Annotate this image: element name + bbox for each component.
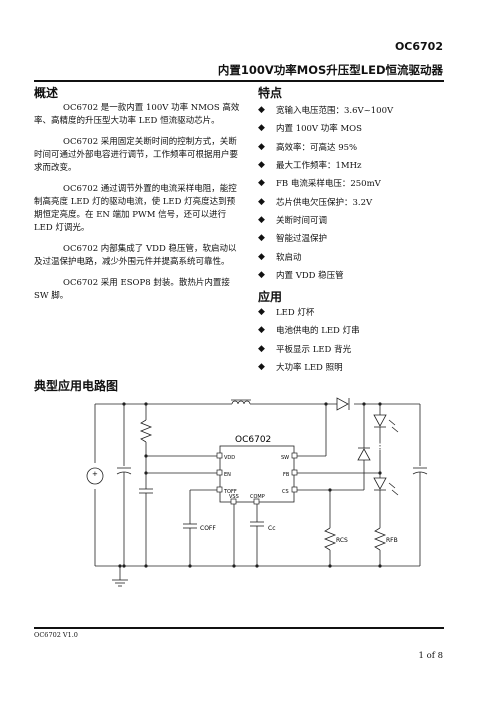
diamond-bullet-icon: ◆ — [258, 196, 265, 207]
overview-paragraph: OC6702 采用固定关断时间的控制方式，关断时间可通过外部电容进行调节，工作频… — [34, 137, 239, 173]
diamond-bullet-icon: ◆ — [258, 123, 265, 134]
part-number: OC6702 — [394, 40, 443, 53]
diamond-bullet-icon: ◆ — [258, 251, 265, 262]
header-rule — [34, 80, 444, 82]
diamond-bullet-icon: ◆ — [258, 307, 265, 318]
diamond-bullet-icon: ◆ — [258, 160, 265, 171]
features-heading: 特点 — [258, 86, 283, 100]
feature-item: ◆内置 VDD 稳压管 — [258, 269, 344, 281]
pin-en: EN — [224, 472, 231, 478]
overview-paragraph: OC6702 通过调节外置的电流采样电阻，能控制高亮度 LED 灯的驱动电流，使… — [34, 184, 237, 233]
feature-item: ◆关断时间可调 — [258, 214, 328, 226]
feature-item: ◆高效率：可高达 95% — [258, 141, 358, 153]
diamond-bullet-icon: ◆ — [258, 233, 265, 244]
source-plus-label: + — [92, 470, 98, 478]
feature-item: ◆宽输入电压范围：3.6V~100V — [258, 105, 394, 117]
feature-item: ◆最大工作频率：1MHz — [258, 160, 362, 172]
overview-paragraph: OC6702 采用 ESOP8 封装。散热片内置接 SW 脚。 — [34, 278, 230, 301]
applications-list: ◆LED 灯杯 ◆电池供电的 LED 灯串 ◆平板显示 LED 背光 ◆大功率 … — [258, 303, 360, 376]
diamond-bullet-icon: ◆ — [258, 269, 265, 280]
diamond-bullet-icon: ◆ — [258, 214, 265, 225]
application-item: ◆LED 灯杯 — [258, 307, 315, 319]
circuit-heading: 典型应用电路图 — [34, 379, 119, 393]
overview-heading: 概述 — [34, 86, 59, 100]
footer-version: OC6702 V1.0 — [34, 631, 78, 639]
document-title: 内置100V功率MOS升压型LED恒流驱动器 — [217, 63, 443, 77]
label-coff: COFF — [200, 525, 216, 532]
diamond-bullet-icon: ◆ — [258, 178, 265, 189]
pin-vdd: VDD — [224, 455, 235, 461]
feature-item: ◆FB 电流采样电压：250mV — [258, 178, 381, 190]
feature-item: ◆智能过温保护 — [258, 233, 328, 245]
diamond-bullet-icon: ◆ — [258, 141, 265, 152]
applications-heading: 应用 — [258, 290, 283, 304]
pin-cs: CS — [282, 489, 289, 495]
label-cc: Cc — [268, 525, 276, 532]
features-list: ◆宽输入电压范围：3.6V~100V ◆内置 100V 功率 MOS ◆高效率：… — [258, 101, 393, 284]
application-item: ◆大功率 LED 照明 — [258, 362, 343, 374]
pin-fb: FB — [283, 472, 290, 478]
feature-item: ◆软启动 — [258, 251, 302, 263]
pin-sw: SW — [281, 455, 289, 461]
overview-paragraph: OC6702 内部集成了 VDD 稳压管，软启动以及过温保护电路，减少外围元件并… — [34, 244, 237, 267]
diamond-bullet-icon: ◆ — [258, 343, 265, 354]
pin-toff: TOFF — [223, 489, 237, 495]
application-item: ◆电池供电的 LED 灯串 — [258, 325, 360, 337]
label-rfb: RFB — [386, 537, 398, 544]
pin-vss: VSS — [229, 494, 239, 500]
page-number: 1 of 8 — [418, 651, 443, 661]
pin-comp: COMP — [250, 494, 265, 500]
label-rcs: RCS — [336, 537, 348, 544]
application-item: ◆平板显示 LED 背光 — [258, 343, 352, 355]
overview-paragraph: OC6702 是一款内置 100V 功率 NMOS 高效率、高精度的升压型大功率… — [34, 103, 240, 126]
diamond-bullet-icon: ◆ — [258, 325, 265, 336]
feature-item: ◆芯片供电欠压保护：3.2V — [258, 196, 373, 208]
diamond-bullet-icon: ◆ — [258, 362, 265, 373]
diamond-bullet-icon: ◆ — [258, 105, 265, 116]
overview-body: OC6702 是一款内置 100V 功率 NMOS 高效率、高精度的升压型大功率… — [34, 102, 242, 303]
footer-rule — [34, 627, 444, 629]
chip-label: OC6702 — [235, 435, 271, 445]
feature-item: ◆内置 100V 功率 MOS — [258, 123, 362, 135]
